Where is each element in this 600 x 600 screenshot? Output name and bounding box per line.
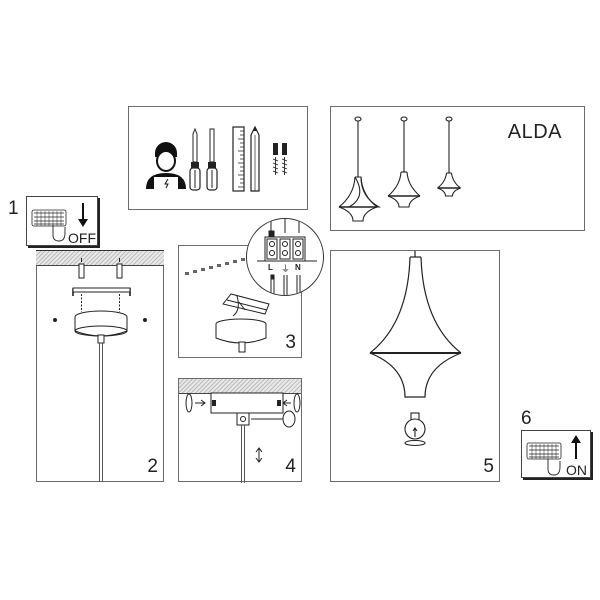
step-1-switch-off-box: OFF	[26, 196, 98, 246]
pendant-sizes-illustration	[338, 116, 461, 222]
pencil-icon	[250, 125, 260, 192]
terminal-block-magnifier: L ⏚ N	[246, 218, 324, 296]
step-5-number: 5	[483, 456, 494, 477]
switch-on-caption: ON	[566, 462, 587, 478]
step-6-switch-on-box: ON	[521, 430, 591, 478]
screwdriver-flat-icon	[206, 128, 218, 191]
wall-plug-screw-icon	[272, 143, 288, 175]
step-2-panel: 2	[35, 250, 164, 482]
switch-off-icon	[31, 203, 88, 242]
light-bulb-icon	[404, 412, 426, 447]
terminal-label-earth: ⏚	[281, 264, 291, 274]
step-1-number: 1	[8, 198, 19, 219]
step-4-number: 4	[285, 456, 296, 477]
ceiling-hatch	[35, 250, 164, 266]
arrow-up-icon	[571, 435, 581, 459]
switch-off-caption: OFF	[68, 230, 96, 246]
canopy-fixing-illustration	[185, 392, 301, 483]
step-3-number: 3	[285, 332, 296, 353]
electrician-icon	[146, 142, 186, 189]
screwdriver-phillips-icon	[189, 127, 201, 191]
product-overview-panel: ALDA	[330, 106, 585, 231]
product-name: ALDA	[507, 121, 562, 143]
pendant-medium-icon	[387, 116, 421, 208]
ruler-icon	[232, 126, 245, 192]
step-2-number: 2	[147, 456, 158, 477]
tools-illustration	[146, 125, 288, 192]
pendant-small-icon	[437, 116, 461, 197]
step-6-number: 6	[521, 408, 532, 429]
switch-on-icon	[526, 435, 581, 476]
bracket-mount-illustration	[53, 258, 147, 482]
wiring-illustration	[185, 258, 270, 353]
terminal-label-n: N	[295, 263, 301, 272]
arrow-down-icon	[78, 203, 88, 227]
step-4-panel: 4	[178, 378, 302, 483]
pendant-large-icon	[338, 116, 382, 222]
terminal-block-icon	[257, 219, 317, 295]
shade-and-bulb-illustration	[369, 251, 462, 447]
tools-panel	[128, 106, 308, 210]
step-5-panel: 5	[330, 250, 500, 482]
terminal-label-l: L	[268, 263, 273, 272]
